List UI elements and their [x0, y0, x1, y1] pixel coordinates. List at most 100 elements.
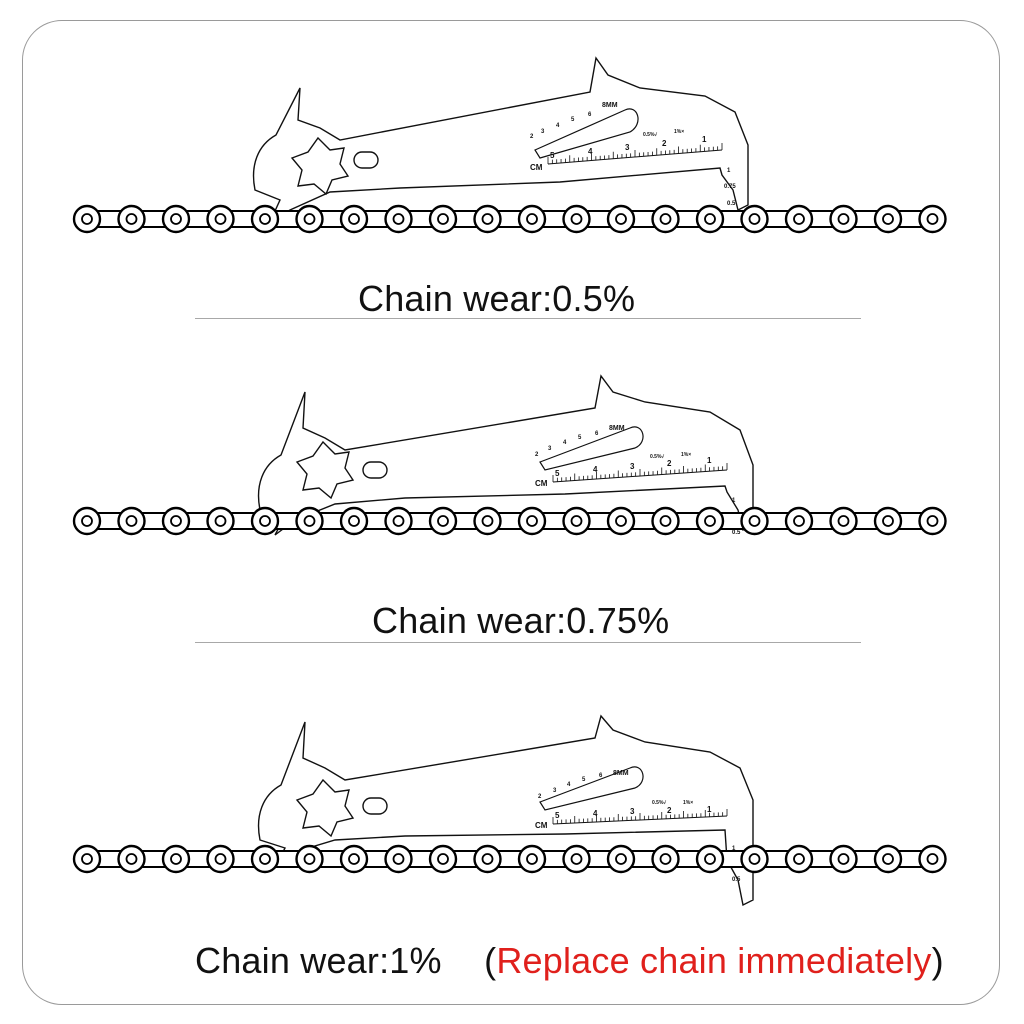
chain-checker-tool: CM 8MM 5 4 3 2 1 2 3 4 5 6 0.5%√ 1%× 1 0… — [257, 374, 754, 536]
mm-number-4: 4 — [567, 782, 571, 788]
chain-link-pin — [882, 515, 894, 527]
unit-mm-label: 8MM — [602, 102, 618, 109]
chain-link-pin — [481, 515, 494, 527]
chain-link-pin — [570, 515, 583, 527]
cm-number-5: 5 — [550, 151, 555, 160]
chain-link-pin — [214, 213, 227, 225]
chain-link-pin — [259, 515, 271, 527]
chain-link-pin — [259, 213, 271, 225]
mm-number-6: 6 — [588, 112, 592, 118]
cm-number-1: 1 — [707, 805, 712, 814]
unit-mm-label: 8MM — [613, 770, 629, 777]
bike-chain — [72, 204, 947, 234]
chain-link-pin — [81, 213, 93, 225]
mm-number-5: 5 — [582, 777, 586, 783]
chain-link-pin — [615, 853, 627, 865]
divider-2 — [195, 642, 861, 643]
tool-teardrop — [534, 108, 639, 159]
cm-number-3: 3 — [630, 462, 635, 471]
hex-socket-icon — [290, 136, 350, 196]
cm-number-2: 2 — [667, 806, 672, 815]
cm-number-1: 1 — [707, 456, 712, 465]
chain-link-pin — [659, 853, 672, 865]
mm-number-4: 4 — [556, 123, 560, 129]
tool-teardrop — [539, 766, 644, 811]
hook-label-075: 0.75 — [724, 184, 736, 190]
hook-label-1: 1 — [732, 846, 736, 852]
unit-cm-label: CM — [535, 479, 548, 488]
mm-number-5: 5 — [571, 117, 575, 123]
chain-link-pin — [926, 515, 939, 527]
chain-link-pin — [748, 515, 761, 527]
chain-tool-illustration-3: CM 8MM 5 4 3 2 1 2 3 4 5 6 0.5%√ 1%× 1 0… — [72, 714, 947, 907]
chain-link-pin — [837, 853, 850, 865]
panel-wear-075: CM 8MM 5 4 3 2 1 2 3 4 5 6 0.5%√ 1%× 1 0… — [0, 320, 1024, 650]
chain-link-pin — [704, 515, 716, 527]
mm-number-2: 2 — [538, 794, 542, 800]
chain-link-pin — [837, 213, 850, 225]
chain-link-pin — [926, 853, 939, 865]
chain-checker-tool: CM 8MM 5 4 3 2 1 2 3 4 5 6 0.5%√ 1%× 1 0… — [252, 56, 749, 224]
chain-link-pin — [392, 213, 405, 225]
chain-link-pin — [570, 853, 583, 865]
chain-link-pin — [348, 853, 360, 865]
chain-link-pin — [837, 515, 850, 527]
chain-link-pin — [170, 853, 182, 865]
hook-label-1: 1 — [732, 498, 736, 504]
hook-label-05: 0.5 — [727, 201, 736, 207]
mm-number-6: 6 — [599, 773, 603, 779]
panel-wear-1: CM 8MM 5 4 3 2 1 2 3 4 5 6 0.5%√ 1%× 1 0… — [0, 650, 1024, 1010]
cm-number-1: 1 — [702, 135, 707, 144]
chain-link-pin — [570, 213, 583, 225]
gauge-05-label: 0.5%√ — [652, 800, 666, 806]
chain-link-pin — [81, 515, 93, 527]
chain-link-pin — [882, 853, 894, 865]
mm-number-3: 3 — [541, 129, 545, 135]
cm-number-4: 4 — [593, 809, 598, 818]
mm-number-5: 5 — [578, 435, 582, 441]
cm-number-5: 5 — [555, 469, 560, 478]
unit-cm-label: CM — [530, 163, 543, 172]
mm-number-4: 4 — [563, 440, 567, 446]
chain-plate-band — [74, 850, 946, 868]
chain-link-pin — [882, 213, 894, 225]
chain-link-pin — [259, 853, 271, 865]
chain-link-pin — [303, 515, 316, 527]
unit-cm-label: CM — [535, 821, 548, 830]
mm-number-6: 6 — [595, 431, 599, 437]
tool-slot — [362, 461, 388, 479]
caption-text: Chain wear:0.5% — [358, 278, 636, 319]
chain-link-pin — [392, 515, 405, 527]
hex-socket-icon — [295, 440, 355, 500]
divider-1 — [195, 318, 861, 319]
hook-label-05: 0.5 — [732, 530, 741, 536]
bike-chain — [72, 506, 947, 536]
panel-wear-05: CM 8MM 5 4 3 2 1 2 3 4 5 6 0.5%√ 1%× 1 0… — [0, 0, 1024, 330]
chain-link-pin — [170, 515, 182, 527]
chain-link-pin — [615, 515, 627, 527]
chain-link-pin — [481, 853, 494, 865]
tool-teardrop — [539, 426, 644, 471]
tool-outline — [257, 714, 754, 907]
caption-paren-open: ( — [484, 940, 497, 981]
unit-mm-label: 8MM — [609, 425, 625, 432]
chain-link-pin — [214, 515, 227, 527]
chain-link-pin — [793, 853, 805, 865]
chain-link-pin — [481, 213, 494, 225]
chain-link-pin — [392, 853, 405, 865]
chain-tool-illustration-1: CM 8MM 5 4 3 2 1 2 3 4 5 6 0.5%√ 1%× 1 0… — [72, 56, 947, 234]
hook-label-05: 0.5 — [732, 877, 741, 883]
cm-ticks — [547, 143, 723, 164]
chain-link-pin — [170, 213, 182, 225]
chain-link-pin — [214, 853, 227, 865]
caption-wear-075: Chain wear:0.75% — [372, 600, 669, 642]
gauge-05-label: 0.5%√ — [650, 454, 664, 460]
chain-link-pin — [748, 853, 761, 865]
cm-ticks — [552, 809, 728, 824]
gauge-1-label: 1%× — [674, 129, 684, 135]
cm-number-2: 2 — [662, 139, 667, 148]
tool-slot — [362, 797, 388, 815]
caption-wear-05: Chain wear:0.5% — [358, 278, 635, 320]
chain-link-pin — [615, 213, 627, 225]
hex-socket-icon — [295, 778, 355, 838]
